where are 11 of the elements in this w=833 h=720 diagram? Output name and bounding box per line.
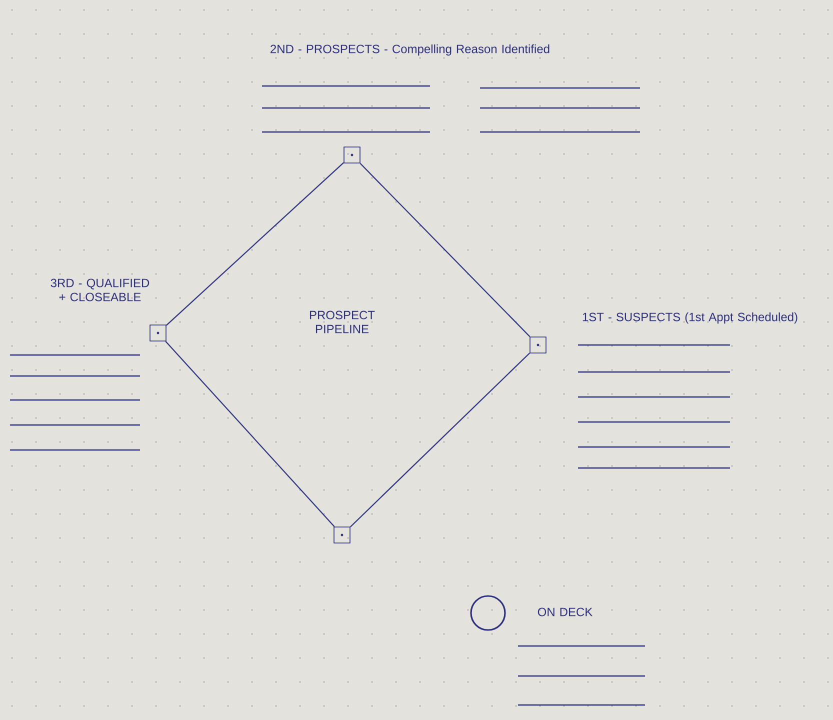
base-square <box>530 336 546 354</box>
diamond-line <box>165 341 335 527</box>
base-square <box>150 324 166 342</box>
base-heading: 2ND - PROSPECTS - Compelling Reason Identified <box>270 44 550 56</box>
base-square <box>344 146 360 164</box>
diamond-line <box>166 162 344 326</box>
center-title: PROSPECT PIPELINE <box>310 310 375 334</box>
diamond-line <box>360 163 530 337</box>
circle-symbol <box>470 595 506 631</box>
base-square <box>334 526 350 544</box>
diamond-line <box>350 352 530 528</box>
